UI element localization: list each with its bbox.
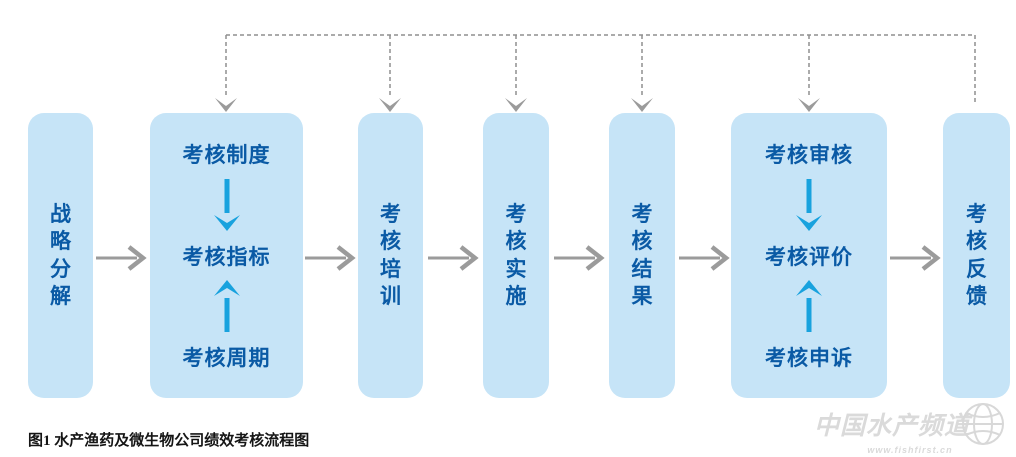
node-assessment-implementation: 考核实施 [483,113,549,398]
node-assessment-training: 考核培训 [358,113,423,398]
figure-caption: 图1 水产渔药及微生物公司绩效考核流程图 [28,433,310,449]
flow-arrow-right-icon [890,245,941,271]
up-arrow-icon [213,280,240,333]
watermark-url: www.fishfirst.cn [867,445,953,455]
node-label: 考核指标 [182,245,271,269]
flow-arrow-right-icon [305,245,356,271]
node-label: 考核培训 [380,202,401,308]
node-label: 战略分解 [50,202,71,308]
flow-arrow-right-icon [96,245,147,271]
node-label: 考核周期 [182,347,271,370]
node-assessment-evaluation-group: 考核审核 考核评价 考核申诉 [731,113,887,398]
flow-arrow-right-icon [428,245,479,271]
flow-arrow-right-icon [679,245,730,271]
down-chevron-arrowhead-icon [215,98,820,112]
node-label: 考核审核 [765,144,853,167]
node-assessment-indicator-group: 考核制度 考核指标 考核周期 [150,113,303,398]
node-label: 考核结果 [631,202,653,308]
down-arrow-icon [796,178,822,231]
node-label: 考核制度 [182,144,271,167]
node-assessment-result: 考核结果 [609,113,675,398]
flow-arrow-right-icon [554,245,605,271]
globe-icon [962,403,1004,445]
up-arrow-icon [796,280,822,333]
watermark: 中国水产频道 www.fishfirst.cn [814,401,1006,455]
node-label: 考核实施 [505,202,527,308]
node-label: 考核反馈 [966,202,987,308]
node-assessment-feedback: 考核反馈 [943,113,1010,398]
down-arrow-icon [213,178,240,231]
node-label: 考核评价 [765,245,853,269]
node-label: 考核申诉 [765,347,853,370]
watermark-title: 中国水产频道 [813,412,970,440]
node-strategy-decomposition: 战略分解 [28,113,93,398]
